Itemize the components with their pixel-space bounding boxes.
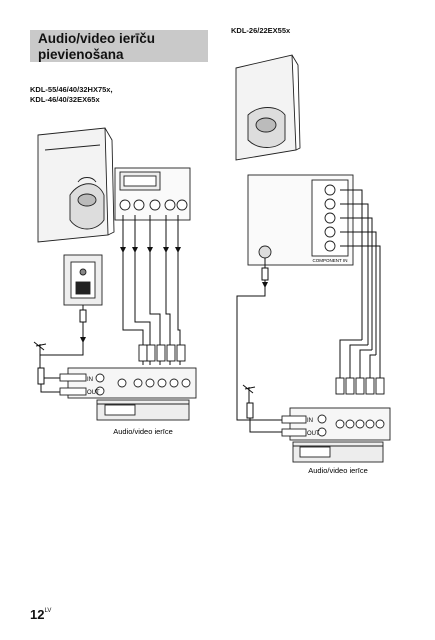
right-out-label: OUT	[307, 431, 320, 437]
right-av-plugs	[335, 377, 385, 395]
section-title-box: Audio/video ierīču pievienošana	[30, 30, 208, 62]
right-model-label: KDL-26/22EX55x	[231, 26, 291, 35]
right-tv-illustration	[235, 54, 301, 161]
right-device-caption: Audio/video ierīce	[308, 466, 368, 475]
left-av-device-panel	[59, 367, 197, 399]
left-av-device	[96, 399, 190, 421]
right-cables	[236, 189, 381, 421]
left-antenna-icon	[33, 341, 60, 393]
language-code: LV	[44, 608, 52, 614]
right-panel-label: COMPONENT IN	[313, 258, 348, 263]
left-in-label: IN	[87, 377, 93, 383]
left-antenna-outlet	[63, 254, 103, 306]
right-av-device-panel	[281, 407, 391, 441]
left-model-label-1: KDL-55/46/40/32HX75x,	[30, 85, 113, 94]
page-number-value: 12	[30, 607, 45, 622]
right-av-device	[292, 441, 384, 463]
left-tv-connector-panel	[114, 167, 191, 221]
right-tv-connector-panel	[247, 174, 354, 266]
left-out-label: OUT	[87, 390, 100, 396]
right-antenna-icon	[242, 384, 290, 433]
left-tv-illustration	[37, 127, 115, 243]
section-title-line2: pievienošana	[38, 47, 124, 62]
left-device-caption: Audio/video ierīce	[113, 427, 173, 436]
left-model-label-2: KDL-46/40/32EX65x	[30, 95, 100, 104]
right-in-label: IN	[307, 418, 313, 424]
left-av-plugs	[138, 344, 186, 362]
page-number: 12LV	[30, 607, 51, 622]
section-title-line1: Audio/video ierīču	[38, 31, 156, 46]
